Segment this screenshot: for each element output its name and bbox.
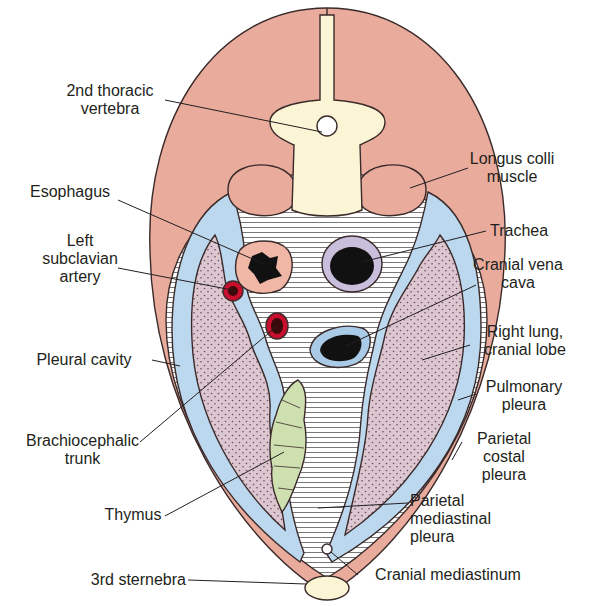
right-longus-colli bbox=[357, 165, 426, 216]
mediastinal-vessel bbox=[322, 544, 332, 554]
left-longus-colli bbox=[228, 165, 297, 216]
sternebra bbox=[305, 576, 349, 600]
thymus bbox=[270, 380, 306, 512]
part-label: Longus colli muscle bbox=[462, 150, 562, 186]
trachea bbox=[322, 236, 382, 292]
leader-line bbox=[165, 100, 322, 132]
part-label: Esophagus bbox=[20, 183, 120, 201]
cranial-vena-cava bbox=[310, 326, 370, 367]
part-label: Pleural cavity bbox=[14, 351, 154, 369]
part-label: Parietal costal pleura bbox=[462, 430, 546, 484]
leader-line bbox=[118, 268, 232, 290]
artery-lumen bbox=[228, 286, 238, 296]
leader-line bbox=[165, 452, 284, 516]
thymus-lobules bbox=[274, 400, 304, 490]
leader-line bbox=[318, 503, 408, 508]
esophagus-lumen bbox=[248, 252, 282, 284]
brachiocephalic-trunk bbox=[266, 313, 288, 339]
part-label: Parietal mediastinal pleura bbox=[410, 492, 510, 546]
part-label: Pulmonary pleura bbox=[476, 378, 572, 414]
part-label: 2nd thoracic vertebra bbox=[45, 82, 175, 118]
part-label: Cranial vena cava bbox=[470, 256, 566, 292]
artery-lumen bbox=[271, 318, 283, 334]
thoracic-vertebra bbox=[270, 15, 385, 216]
left-subclavian-artery bbox=[223, 281, 243, 301]
leader-line bbox=[152, 360, 180, 366]
leader-line bbox=[458, 394, 476, 400]
vena-cava-lumen bbox=[320, 335, 361, 362]
leader-line bbox=[118, 200, 264, 264]
vertebral-canal bbox=[317, 116, 337, 136]
part-label: Cranial mediastinum bbox=[358, 566, 538, 584]
part-label: Trachea bbox=[490, 222, 570, 240]
leader-line bbox=[362, 231, 486, 262]
leader-line bbox=[410, 168, 468, 188]
leader-line bbox=[188, 580, 306, 584]
part-label: Right lung, cranial lobe bbox=[470, 323, 580, 359]
leader-line bbox=[331, 552, 358, 575]
leader-line bbox=[346, 285, 476, 346]
esophagus bbox=[236, 241, 293, 293]
leader-line bbox=[452, 442, 462, 460]
part-label: Left subclavian artery bbox=[32, 232, 128, 286]
part-label: 3rd sternebra bbox=[70, 571, 186, 589]
leader-line bbox=[422, 345, 470, 360]
trachea-lumen bbox=[330, 247, 374, 285]
part-label: Brachiocephalic trunk bbox=[10, 432, 155, 468]
leader-line bbox=[140, 327, 276, 442]
part-label: Thymus bbox=[100, 506, 166, 524]
